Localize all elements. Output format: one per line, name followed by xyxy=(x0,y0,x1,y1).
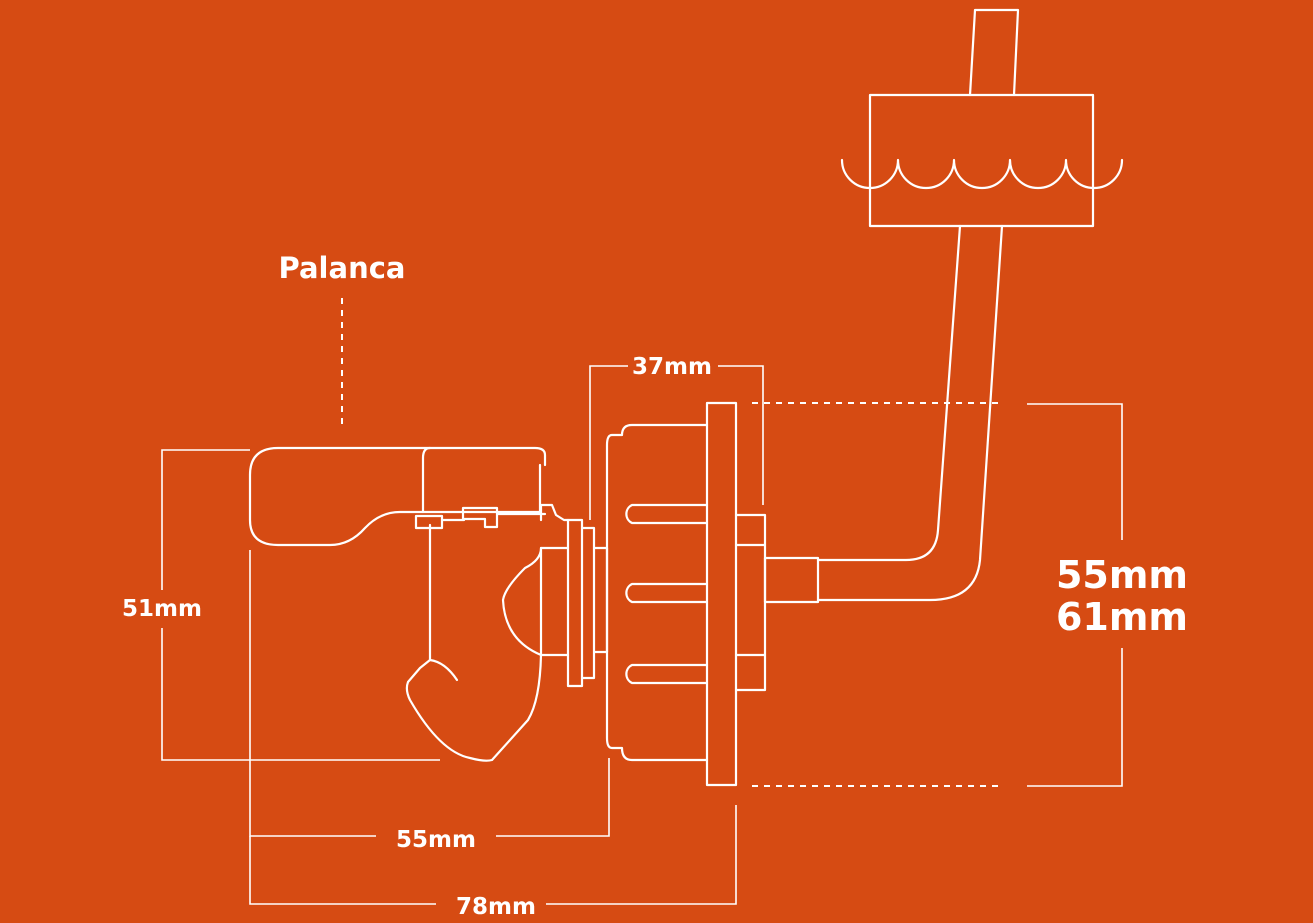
flange-plate xyxy=(705,401,738,787)
dim-78mm-bracket xyxy=(249,805,737,905)
dim-55mm-label: 55mm xyxy=(396,827,476,853)
pipe-right-wall xyxy=(816,224,1004,602)
ribbed-nut xyxy=(605,423,709,762)
dim-flange-bracket xyxy=(1027,403,1123,787)
dimension-lines xyxy=(161,298,1123,905)
dim-51mm-label: 51mm xyxy=(122,596,202,622)
flange-hub xyxy=(734,513,767,692)
nut-rib-2 xyxy=(625,582,709,604)
nut-rib-3 xyxy=(625,663,709,685)
flange-size-b-label: 61mm xyxy=(1056,595,1188,639)
flange-assembly xyxy=(566,401,767,787)
lever-cap xyxy=(421,446,432,514)
dim-78mm-label: 78mm xyxy=(456,894,536,920)
valve-neck xyxy=(539,503,570,657)
pipe-left-wall xyxy=(816,224,962,562)
nut-rib-1 xyxy=(625,503,709,525)
lever-handle xyxy=(248,446,547,547)
lever-label: Palanca xyxy=(279,251,406,285)
lever-pin xyxy=(414,506,547,530)
drain-pipe xyxy=(763,224,1004,604)
tank-inlet-pipe xyxy=(968,8,1020,97)
dim-51mm-bracket xyxy=(161,449,440,761)
pipe-coupling xyxy=(763,556,820,604)
dim-37mm-label: 37mm xyxy=(632,354,712,380)
outlet-seam xyxy=(428,658,459,682)
overflow-tank xyxy=(840,8,1124,228)
valve-outlet xyxy=(405,523,543,762)
water-waves xyxy=(840,158,1124,190)
dim-37mm-bracket xyxy=(589,365,764,520)
washer-stack xyxy=(566,518,609,688)
flange-size-a-label: 55mm xyxy=(1056,553,1188,597)
tank-body xyxy=(868,93,1095,228)
valve-body xyxy=(248,446,570,762)
